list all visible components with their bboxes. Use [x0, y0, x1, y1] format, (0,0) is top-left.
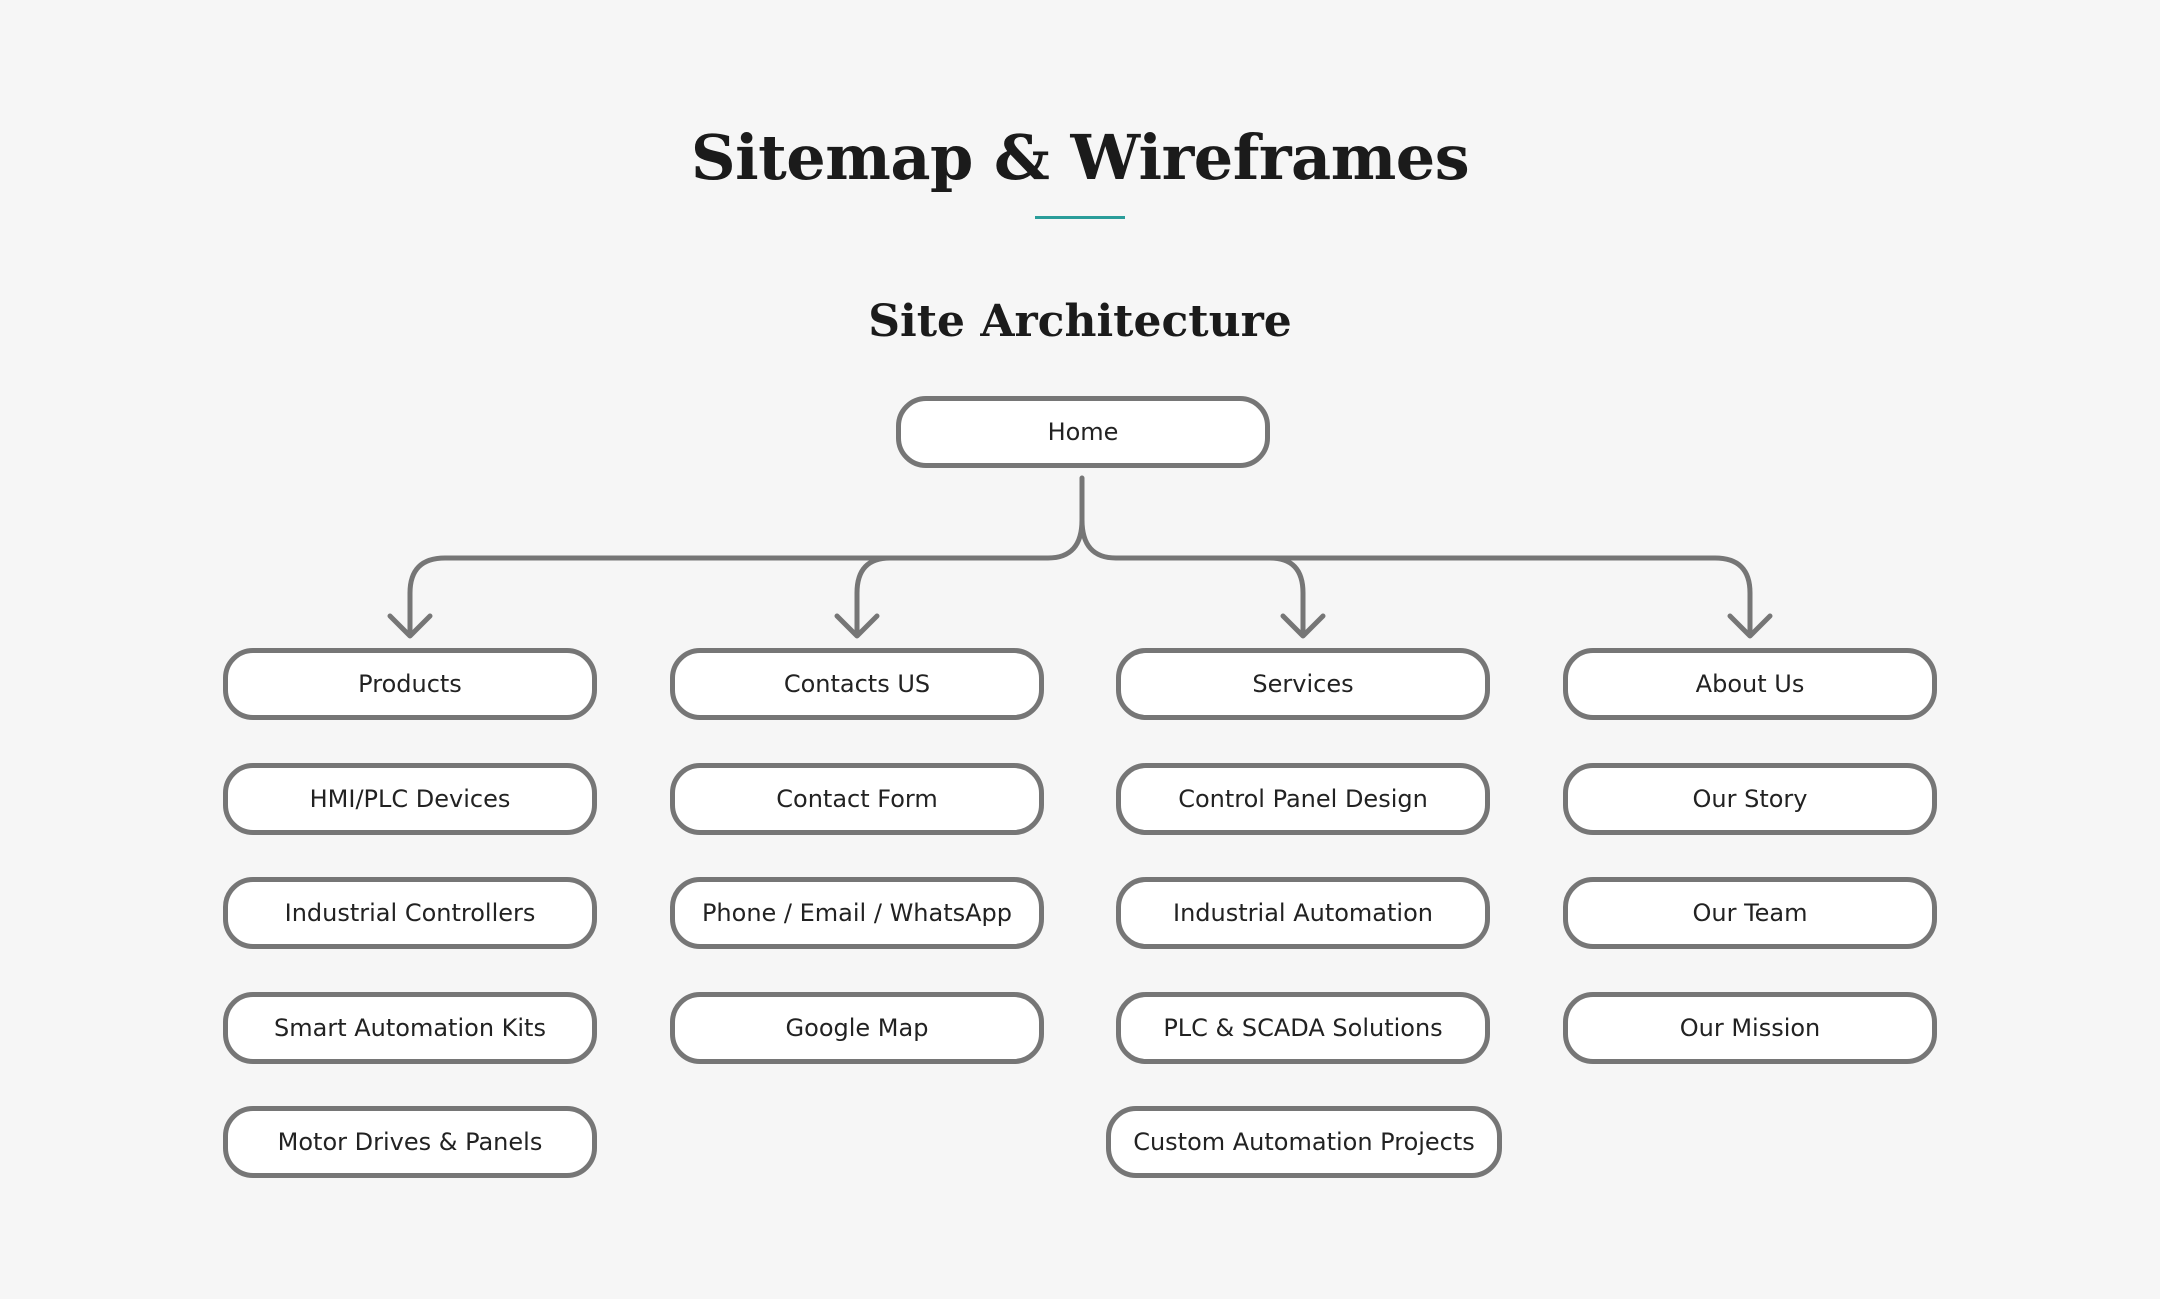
arrowhead-contacts — [834, 613, 880, 639]
arrowhead-about — [1727, 613, 1773, 639]
node-hmi-plc-devices: HMI/PLC Devices — [223, 763, 597, 835]
node-about-us: About Us — [1563, 648, 1937, 720]
section-subtitle: Site Architecture — [868, 296, 1292, 347]
node-services: Services — [1116, 648, 1490, 720]
connector-services — [1267, 555, 1306, 638]
node-products: Products — [223, 648, 597, 720]
title-underline — [1035, 216, 1125, 219]
node-our-story: Our Story — [1563, 763, 1937, 835]
node-our-team: Our Team — [1563, 877, 1937, 949]
connector-trunk-right — [1079, 517, 1753, 638]
node-google-map: Google Map — [670, 992, 1044, 1064]
node-plc-scada-solutions: PLC & SCADA Solutions — [1116, 992, 1490, 1064]
node-industrial-automation: Industrial Automation — [1116, 877, 1490, 949]
page-title: Sitemap & Wireframes — [690, 121, 1470, 194]
arrowhead-products — [387, 613, 433, 639]
node-contacts-us: Contacts US — [670, 648, 1044, 720]
arrowhead-services — [1280, 613, 1326, 639]
node-contact-form: Contact Form — [670, 763, 1044, 835]
node-home: Home — [896, 396, 1270, 468]
node-control-panel-design: Control Panel Design — [1116, 763, 1490, 835]
node-our-mission: Our Mission — [1563, 992, 1937, 1064]
connector-trunk — [407, 475, 1085, 638]
connector-contacts — [854, 555, 893, 638]
node-motor-drives-panels: Motor Drives & Panels — [223, 1106, 597, 1178]
node-smart-automation-kits: Smart Automation Kits — [223, 992, 597, 1064]
node-custom-automation-projects: Custom Automation Projects — [1106, 1106, 1502, 1178]
node-industrial-controllers: Industrial Controllers — [223, 877, 597, 949]
node-phone-email-whatsapp: Phone / Email / WhatsApp — [670, 877, 1044, 949]
